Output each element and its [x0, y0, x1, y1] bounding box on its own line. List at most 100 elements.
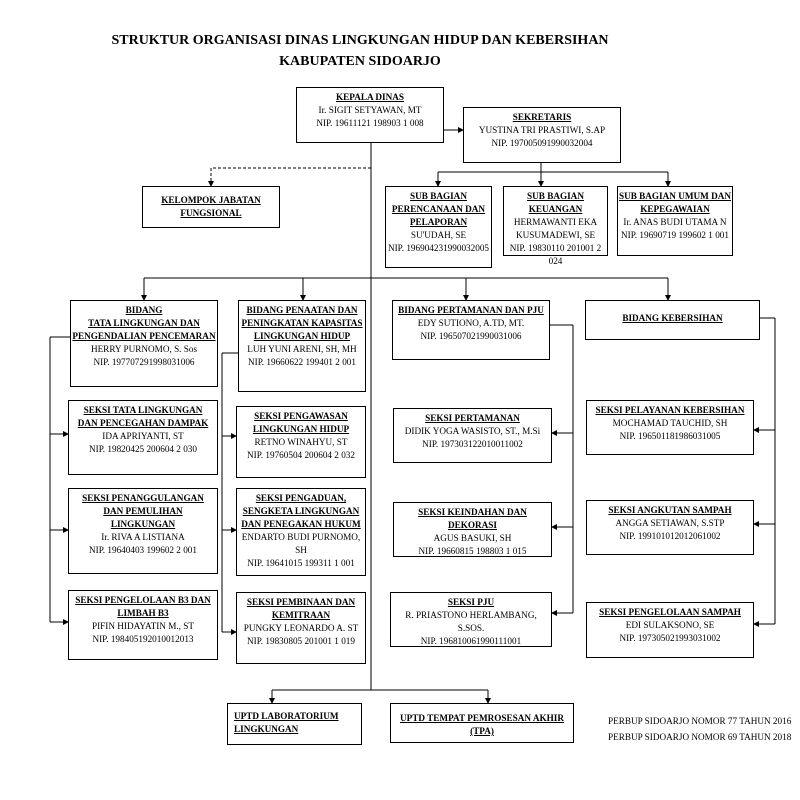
seksi-tata-title-2: DAN PENCEGAHAN DAMPAK — [77, 418, 209, 428]
seksi-b3-nip: NIP. 198405192010012013 — [92, 634, 194, 644]
bid-penaatan-title-3: LINGKUNGAN HIDUP — [253, 331, 351, 341]
bid-pertamanan-title: BIDANG PERTAMANAN DAN PJU — [398, 305, 544, 315]
seksi-pengawasan-title-1: SEKSI PENGAWASAN — [254, 411, 348, 421]
seksi-pelayanan-title: SEKSI PELAYANAN KEBERSIHAN — [595, 405, 745, 415]
kepala-dinas-nip: NIP. 19611121 198903 1 008 — [316, 118, 424, 128]
seksi-keindahan-title: SEKSI KEINDAHAN DAN DEKORASI — [418, 507, 527, 530]
chart-subtitle: KABUPATEN SIDOARJO — [279, 54, 441, 69]
seksi-pengaduan-name: ENDARTO BUDI PURNOMO, SH — [241, 532, 361, 555]
seksi-pertamanan-nip: NIP. 197303122010011002 — [422, 439, 523, 449]
sub-perencanaan-nip: NIP. 196904231990032005 — [387, 243, 490, 253]
kepala-dinas-title: KEPALA DINAS — [336, 92, 404, 102]
bidang-penaatan-box: BIDANG PENAATAN DAN PENINGKATAN KAPASITA… — [238, 300, 366, 392]
seksi-tata-lingkungan-box: SEKSI TATA LINGKUNGAN DAN PENCEGAHAN DAM… — [68, 400, 218, 475]
seksi-pembinaan-box: SEKSI PEMBINAAN DAN KEMITRAAN PUNGKY LEO… — [236, 592, 366, 664]
sub-umum-title-1: SUB BAGIAN UMUM DAN — [618, 191, 732, 201]
seksi-pengelolaan-box: SEKSI PENGELOLAAN SAMPAH EDI SULAKSONO, … — [586, 602, 754, 658]
bid-penaatan-nip: NIP. 19660622 199401 2 001 — [248, 357, 356, 367]
sub-keuangan-title: SUB BAGIAN KEUANGAN — [527, 191, 584, 214]
seksi-pengaduan-title-3: DAN PENEGAKAN HUKUM — [241, 519, 361, 529]
sub-keuangan-nip: NIP. 19830110 201001 2 024 — [509, 243, 602, 266]
seksi-pju-box: SEKSI PJU R. PRIASTONO HERLAMBANG, S.SOS… — [390, 592, 552, 647]
seksi-pengelolaan-title: SEKSI PENGELOLAAN SAMPAH — [599, 607, 741, 617]
seksi-pengelolaan-name: EDI SULAKSONO, SE — [625, 620, 715, 630]
uptd-laboratorium-box: UPTD LABORATORIUM LINGKUNGAN — [227, 703, 362, 745]
seksi-penanggulangan-title-2: DAN PEMULIHAN — [103, 506, 183, 516]
uptd-lab-title-1: UPTD LABORATORIUM — [234, 711, 339, 721]
bid-kebersihan-title: BIDANG KEBERSIHAN — [622, 313, 723, 323]
bid-tata-nip: NIP. 197707291998031006 — [93, 357, 195, 367]
seksi-pengawasan-title-2: LINGKUNGAN HIDUP — [252, 424, 350, 434]
bid-tata-name: HERRY PURNOMO, S. Sos — [90, 344, 198, 354]
perbup-note-2: PERBUP SIDOARJO NOMOR 69 TAHUN 2018 — [608, 732, 792, 742]
sub-bagian-keuangan-box: SUB BAGIAN KEUANGAN HERMAWANTI EKA KUSUM… — [503, 186, 608, 266]
bid-penaatan-title-1: BIDANG PENAATAN DAN — [246, 305, 358, 315]
seksi-pembinaan-nip: NIP. 19830805 201001 1 019 — [247, 636, 355, 646]
bid-tata-title-1: BIDANG — [125, 305, 163, 315]
sekretaris-nip: NIP. 197005091990032004 — [491, 138, 593, 148]
seksi-pengaduan-title-1: SEKSI PENGADUAN, — [255, 493, 347, 503]
seksi-pengelolaan-nip: NIP. 197305021993031002 — [619, 633, 721, 643]
seksi-keindahan-box: SEKSI KEINDAHAN DAN DEKORASI AGUS BASUKI… — [393, 502, 552, 557]
seksi-pengaduan-nip: NIP. 19641015 199311 1 001 — [247, 558, 355, 568]
seksi-pju-title: SEKSI PJU — [447, 597, 495, 607]
seksi-penanggulangan-title-1: SEKSI PENANGGULANGAN — [82, 493, 204, 503]
seksi-b3-title-1: SEKSI PENGELOLAAN B3 DAN — [75, 595, 211, 605]
seksi-pertamanan-title: SEKSI PERTAMANAN — [425, 413, 520, 423]
kelompok-fungsional-box: KELOMPOK JABATAN FUNGSIONAL — [142, 186, 280, 228]
bidang-tata-lingkungan-box: BIDANG TATA LINGKUNGAN DAN PENGENDALIAN … — [70, 300, 218, 387]
seksi-keindahan-nip: NIP. 19660815 198803 1 015 — [418, 546, 527, 556]
seksi-penanggulangan-nip: NIP. 19640403 199602 2 001 — [89, 545, 197, 555]
chart-title: STRUKTUR ORGANISASI DINAS LINGKUNGAN HID… — [111, 33, 609, 48]
seksi-angkutan-box: SEKSI ANGKUTAN SAMPAH ANGGA SETIAWAN, S.… — [586, 500, 754, 555]
seksi-angkutan-title: SEKSI ANGKUTAN SAMPAH — [608, 505, 732, 515]
seksi-b3-title-2: LIMBAH B3 — [117, 608, 169, 618]
sub-umum-name: Ir. ANAS BUDI UTAMA N — [623, 217, 727, 227]
bid-penaatan-name: LUH YUNI ARENI, SH, MH — [247, 344, 357, 354]
sub-perencanaan-title-1: SUB BAGIAN — [410, 191, 467, 201]
seksi-pengawasan-box: SEKSI PENGAWASAN LINGKUNGAN HIDUP RETNO … — [236, 406, 366, 478]
seksi-pembinaan-title-1: SEKSI PEMBINAAN DAN — [246, 597, 356, 607]
seksi-pelayanan-nip: NIP. 196501181986031005 — [619, 431, 721, 441]
fungsional-title-2: FUNGSIONAL — [180, 208, 242, 218]
seksi-pertamanan-box: SEKSI PERTAMANAN DIDIK YOGA WASISTO, ST.… — [393, 408, 552, 463]
sekretaris-title: SEKRETARIS — [512, 112, 572, 122]
seksi-tata-name: IDA APRIYANTI, ST — [102, 431, 184, 441]
seksi-pertamanan-name: DIDIK YOGA WASISTO, ST., M.Si — [404, 426, 541, 436]
sub-bagian-perencanaan-box: SUB BAGIAN PERENCANAAN DAN PELAPORAN SU'… — [385, 186, 492, 268]
sub-perencanaan-title-3: PELAPORAN — [409, 217, 468, 227]
bidang-kebersihan-box: BIDANG KEBERSIHAN — [585, 300, 760, 340]
kepala-dinas-name: Ir. SIGIT SETYAWAN, MT — [318, 105, 422, 115]
sub-umum-nip: NIP. 19690719 199602 1 001 — [621, 230, 729, 240]
seksi-penanggulangan-name: Ir. RIVA A LISTIANA — [101, 532, 185, 542]
kepala-dinas-box: KEPALA DINAS Ir. SIGIT SETYAWAN, MT NIP.… — [296, 87, 444, 143]
uptd-lab-title-2: LINGKUNGAN — [234, 724, 299, 734]
seksi-pju-nip: NIP. 196810061990111001 — [420, 636, 522, 646]
perbup-note-1: PERBUP SIDOARJO NOMOR 77 TAHUN 2016 — [608, 716, 792, 726]
sub-keuangan-name-2: KUSUMADEWI, SE — [515, 230, 596, 240]
sekretaris-name: YUSTINA TRI PRASTIWI, S.AP — [478, 125, 606, 135]
bid-tata-title-2: TATA LINGKUNGAN DAN — [88, 318, 200, 328]
bid-pertamanan-nip: NIP. 196507021990031006 — [420, 331, 522, 341]
seksi-pengaduan-title-2: SENGKETA LINGKUNGAN — [242, 506, 360, 516]
uptd-tpa-box: UPTD TEMPAT PEMROSESAN AKHIR (TPA) — [390, 703, 574, 743]
seksi-tata-nip: NIP. 19820425 200604 2 030 — [89, 444, 197, 454]
seksi-pengawasan-nip: NIP. 19760504 200604 2 032 — [247, 450, 355, 460]
seksi-angkutan-name: ANGGA SETIAWAN, S.STP — [615, 518, 725, 528]
sekretaris-box: SEKRETARIS YUSTINA TRI PRASTIWI, S.AP NI… — [463, 107, 621, 163]
seksi-pelayanan-name: MOCHAMAD TAUCHID, SH — [612, 418, 728, 428]
bid-pertamanan-name: EDY SUTIONO, A.TD, MT. — [417, 318, 525, 328]
sub-umum-title-2: KEPEGAWAIAN — [640, 204, 710, 214]
seksi-b3-box: SEKSI PENGELOLAAN B3 DAN LIMBAH B3 PIFIN… — [68, 590, 218, 660]
seksi-keindahan-name: AGUS BASUKI, SH — [433, 533, 512, 543]
seksi-angkutan-nip: NIP. 199101012012061002 — [619, 531, 721, 541]
sub-keuangan-name-1: HERMAWANTI EKA — [513, 217, 598, 227]
seksi-pengaduan-box: SEKSI PENGADUAN, SENGKETA LINGKUNGAN DAN… — [236, 488, 366, 576]
uptd-tpa-title: UPTD TEMPAT PEMROSESAN AKHIR (TPA) — [400, 713, 564, 736]
fungsional-title-1: KELOMPOK JABATAN — [161, 195, 261, 205]
sub-bagian-umum-box: SUB BAGIAN UMUM DAN KEPEGAWAIAN Ir. ANAS… — [617, 186, 733, 256]
seksi-pju-name: R. PRIASTONO HERLAMBANG, S.SOS. — [405, 610, 537, 633]
sub-perencanaan-title-2: PERENCANAAN DAN — [391, 204, 486, 214]
seksi-pembinaan-title-2: KEMITRAAN — [271, 610, 331, 620]
